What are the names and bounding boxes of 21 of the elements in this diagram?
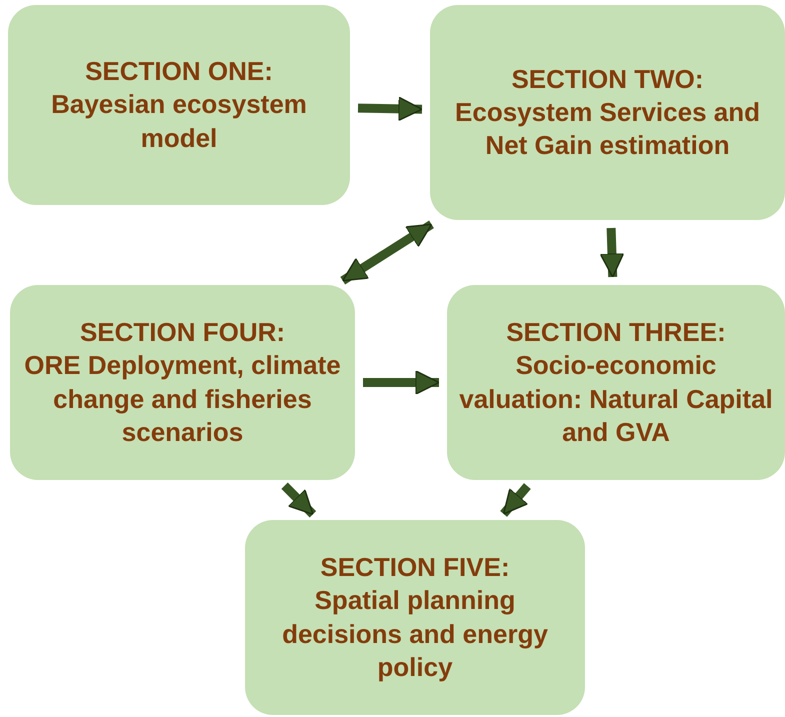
section-heading: SECTION ONE: — [85, 55, 273, 88]
section-box — [10, 285, 355, 480]
section-heading: SECTION TWO: — [511, 62, 704, 96]
section-description: Ecosystem Services and Net Gain estimation — [454, 96, 761, 162]
arrow — [600, 228, 624, 278]
arrow — [500, 483, 531, 517]
section-description: ORE Deployment, climate change and fisheries scenarios — [23, 349, 342, 449]
arrow — [358, 96, 423, 122]
section-box — [245, 520, 585, 715]
section-heading: SECTION FOUR: — [80, 316, 286, 350]
section-box — [430, 5, 785, 220]
section-heading: SECTION FIVE: — [320, 551, 510, 584]
section-description: Socio-economic valuation: Natural Capital and GVA — [459, 349, 773, 449]
section-description: Spatial planning decisions and energy policy — [281, 584, 549, 684]
section-box — [447, 285, 785, 480]
section-description: Bayesian ecosystem model — [50, 88, 308, 154]
arrow — [340, 220, 434, 284]
arrow — [281, 482, 316, 518]
section-heading: SECTION THREE: — [506, 316, 726, 350]
arrow — [363, 370, 440, 395]
section-box — [8, 5, 350, 205]
